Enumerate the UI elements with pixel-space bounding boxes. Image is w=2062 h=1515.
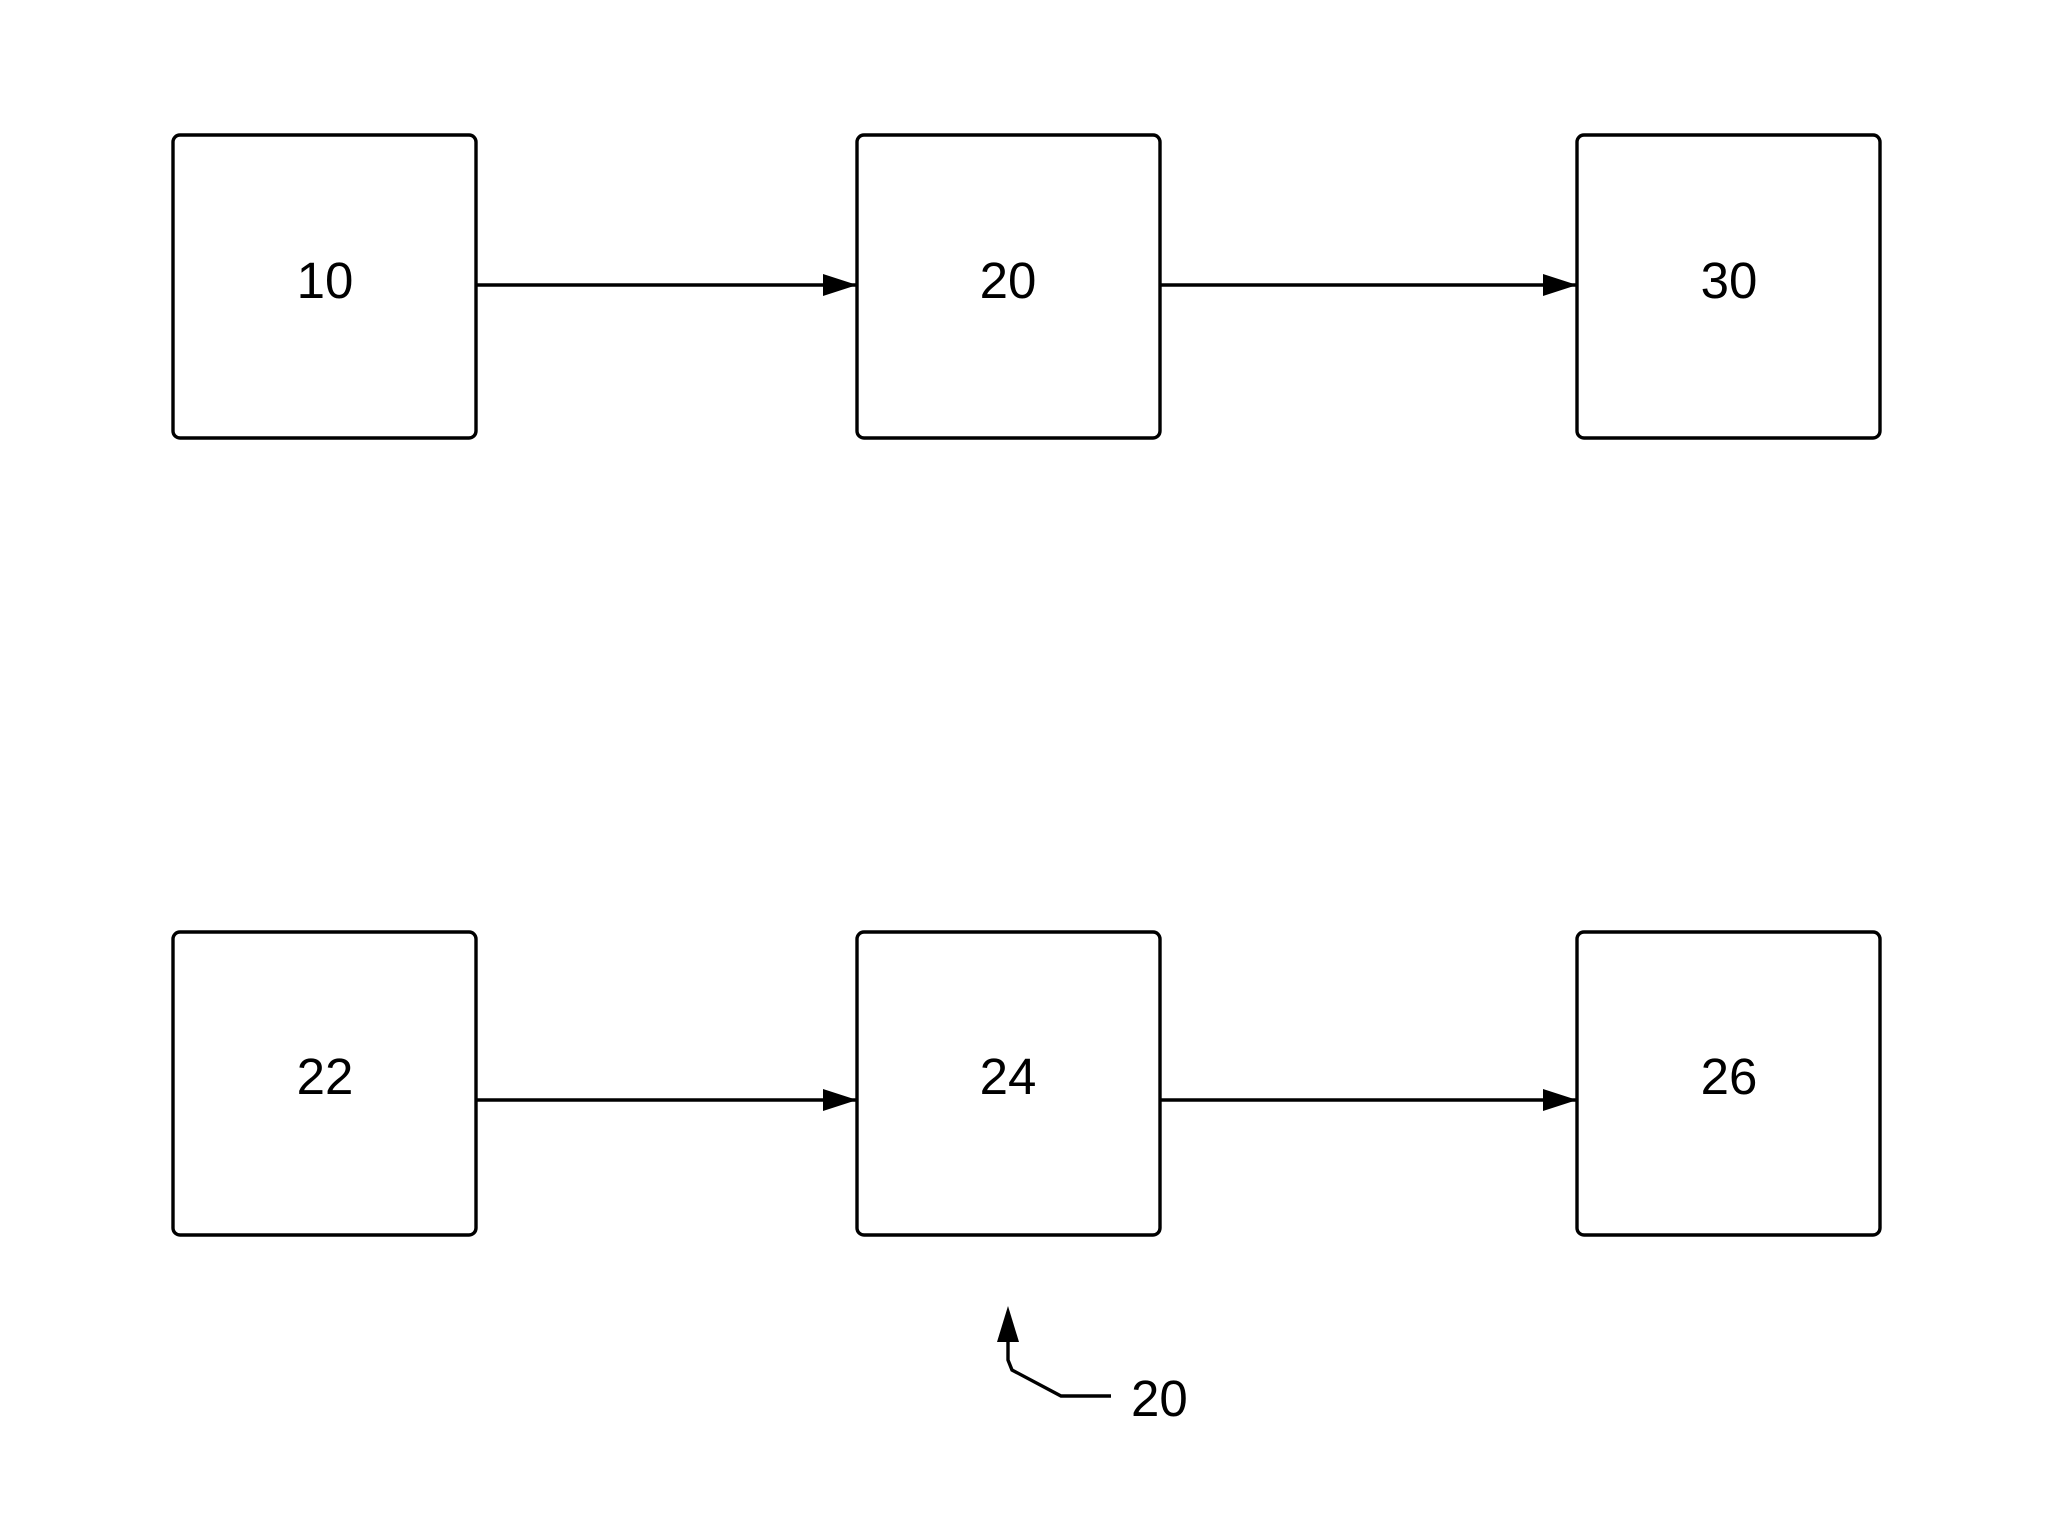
- reference-indicator: 20: [997, 1306, 1188, 1427]
- block-30: 30: [1577, 135, 1880, 438]
- block-10: 10: [173, 135, 476, 438]
- reference-arrowhead: [997, 1306, 1019, 1342]
- reference-leader-line: [1008, 1342, 1111, 1396]
- reference-label: 20: [1131, 1370, 1188, 1427]
- block-10-label: 10: [297, 252, 354, 309]
- block-24-label: 24: [980, 1048, 1037, 1105]
- block-26-label: 26: [1701, 1048, 1758, 1105]
- block-30-label: 30: [1701, 252, 1758, 309]
- block-24: 24: [857, 932, 1160, 1235]
- block-22: 22: [173, 932, 476, 1235]
- block-20-label: 20: [980, 252, 1037, 309]
- block-22-label: 22: [297, 1048, 354, 1105]
- block-26: 26: [1577, 932, 1880, 1235]
- block-20: 20: [857, 135, 1160, 438]
